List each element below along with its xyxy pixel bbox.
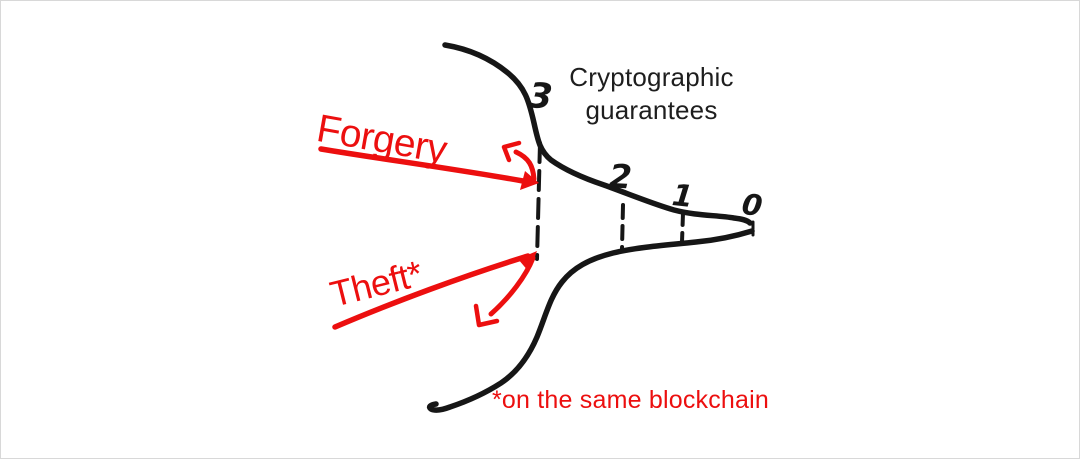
cryptographic-guarantees-label: Cryptographic guarantees — [554, 61, 749, 127]
footnote-label: *on the same blockchain — [492, 386, 769, 414]
forgery-arrow-shaft — [318, 146, 526, 184]
theft-arrow-shaft — [332, 253, 531, 330]
dashed-marker-2 — [620, 203, 625, 251]
theft-return-arrowhead-icon — [473, 303, 500, 328]
tick-1: 1 — [670, 178, 695, 215]
tick-2: 2 — [607, 156, 633, 197]
dashed-marker-3 — [535, 141, 542, 261]
funnel-bottom-curve — [426, 228, 755, 413]
theft-return-curve — [488, 255, 536, 317]
forgery-arrowhead-icon — [520, 171, 539, 190]
funnel-top-curve — [442, 42, 753, 226]
title-line-2: guarantees — [585, 95, 718, 125]
tick-3: 3 — [526, 76, 555, 118]
forgery-bounce-arrowhead-icon — [501, 140, 522, 163]
dashed-marker-1 — [680, 211, 685, 244]
forgery-bounce-curve — [513, 149, 537, 182]
title-line-1: Cryptographic — [569, 62, 734, 92]
